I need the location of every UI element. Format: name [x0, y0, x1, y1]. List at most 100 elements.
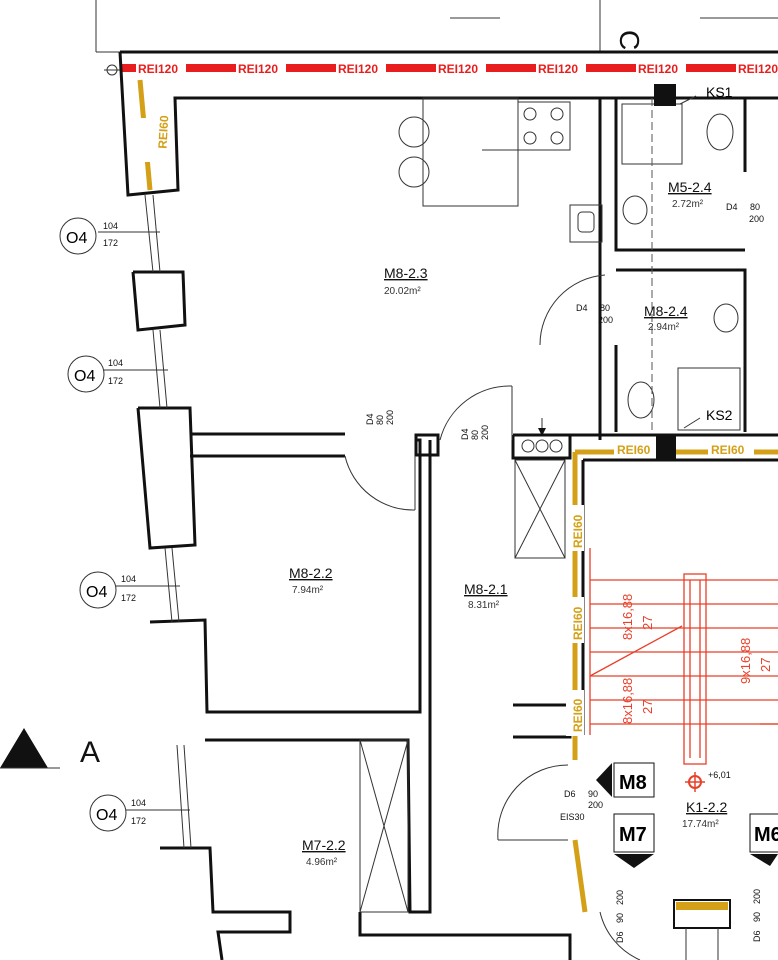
- door-tag: D6 90 200: [615, 890, 625, 943]
- svg-text:104: 104: [103, 221, 118, 231]
- svg-text:M7: M7: [619, 824, 647, 846]
- svg-text:D6: D6: [752, 930, 762, 942]
- svg-text:80: 80: [600, 303, 610, 313]
- room-label-m8-2-1: M8-2.1 8.31m²: [464, 581, 508, 611]
- svg-text:M8-2.4: M8-2.4: [644, 303, 688, 319]
- door-tag: D4 80 200: [460, 425, 490, 440]
- door-tag: D4 80 200: [576, 303, 613, 325]
- svg-text:9x16,88: 9x16,88: [738, 638, 753, 684]
- svg-text:A: A: [80, 736, 100, 769]
- section-mark-c: C: [614, 30, 645, 50]
- svg-text:172: 172: [131, 816, 146, 826]
- room-label-m8-2-4: M8-2.4 2.94m²: [644, 303, 688, 333]
- svg-text:D4: D4: [576, 303, 588, 313]
- svg-text:90: 90: [752, 912, 762, 922]
- rei120-label: REI120: [338, 62, 378, 76]
- svg-text:7.94m²: 7.94m²: [292, 585, 324, 596]
- svg-text:O4: O4: [86, 584, 107, 601]
- shaft-label-ks1: KS1: [706, 84, 733, 100]
- svg-text:90: 90: [588, 789, 598, 799]
- svg-text:27: 27: [640, 700, 655, 714]
- svg-text:M5-2.4: M5-2.4: [668, 179, 712, 195]
- svg-text:M7-2.2: M7-2.2: [302, 837, 346, 853]
- svg-text:D6: D6: [564, 789, 576, 799]
- svg-text:K1-2.2: K1-2.2: [686, 799, 727, 815]
- svg-text:27: 27: [640, 616, 655, 630]
- rei60-label: REI60: [156, 115, 172, 149]
- svg-text:O4: O4: [96, 807, 117, 824]
- svg-text:200: 200: [615, 890, 625, 905]
- svg-text:17.74m²: 17.74m²: [682, 819, 719, 830]
- svg-text:8x16,88: 8x16,88: [620, 594, 635, 640]
- fire-wall-rei60-left: REI60: [136, 79, 172, 191]
- svg-text:172: 172: [121, 593, 136, 603]
- svg-text:80: 80: [375, 415, 385, 425]
- svg-text:200: 200: [752, 889, 762, 904]
- svg-text:REI60: REI60: [571, 698, 585, 732]
- svg-text:EIS30: EIS30: [560, 812, 585, 822]
- rei120-label: REI120: [538, 62, 578, 76]
- svg-text:D4: D4: [460, 428, 470, 440]
- svg-text:M6: M6: [754, 824, 778, 846]
- svg-text:D6: D6: [615, 931, 625, 943]
- svg-text:D4: D4: [726, 202, 738, 212]
- shaft-label-ks2: KS2: [706, 407, 733, 423]
- svg-text:M8: M8: [619, 772, 647, 794]
- bathroom-walls: [600, 96, 778, 432]
- svg-text:8.31m²: 8.31m²: [468, 600, 500, 611]
- room-label-m7-2-2: M7-2.2 4.96m²: [302, 837, 346, 868]
- level-mark: +6,01: [708, 770, 731, 780]
- svg-text:REI60: REI60: [711, 443, 745, 457]
- svg-text:20.02m²: 20.02m²: [384, 286, 421, 297]
- shaft-ks1: [654, 84, 676, 106]
- rei120-label: REI120: [638, 62, 678, 76]
- window-tag: O4 104 172: [59, 217, 160, 255]
- door-swings: [344, 274, 641, 960]
- svg-text:27: 27: [758, 658, 773, 672]
- svg-text:2.94m²: 2.94m²: [648, 322, 680, 333]
- rei120-label: REI120: [238, 62, 278, 76]
- room-label-k1-2-2: K1-2.2 17.74m²: [682, 799, 727, 830]
- svg-text:REI60: REI60: [571, 606, 585, 640]
- svg-text:O4: O4: [66, 230, 87, 247]
- svg-text:M8-2.3: M8-2.3: [384, 265, 428, 281]
- section-mark-a: A: [0, 728, 100, 769]
- fire-wall-rei60-stair: REI60 REI60 REI60 REI60 REI60: [566, 433, 778, 913]
- window-openings: [144, 194, 192, 849]
- svg-text:M8-2.2: M8-2.2: [289, 565, 333, 581]
- svg-text:8x16,88: 8x16,88: [620, 678, 635, 724]
- svg-text:4.96m²: 4.96m²: [306, 857, 338, 868]
- window-tag: O4 104 172: [89, 794, 190, 832]
- rei120-label: REI120: [438, 62, 478, 76]
- stair-lower: [673, 899, 731, 960]
- window-tag: O4 104 172: [79, 571, 180, 609]
- rei120-label: REI120: [138, 62, 178, 76]
- storage-boxes: [359, 439, 566, 913]
- fire-wall-rei120: REI120 REI120 REI120 REI120 REI120 REI12…: [104, 60, 778, 76]
- svg-text:104: 104: [108, 358, 123, 368]
- door-tag: D4 80 200: [726, 202, 764, 224]
- kitchen-fixtures: [398, 97, 603, 243]
- marker-m8: M8: [596, 762, 655, 798]
- svg-text:200: 200: [480, 425, 490, 440]
- marker-m7: M7: [613, 813, 655, 868]
- svg-text:D4: D4: [365, 413, 375, 425]
- svg-text:200: 200: [598, 315, 613, 325]
- rei120-label: REI120: [738, 62, 778, 76]
- svg-text:2.72m²: 2.72m²: [672, 199, 704, 210]
- svg-text:172: 172: [108, 376, 123, 386]
- svg-text:200: 200: [588, 800, 603, 810]
- svg-text:REI60: REI60: [571, 514, 585, 548]
- svg-text:90: 90: [615, 913, 625, 923]
- exterior-walls: [118, 50, 778, 960]
- room-label-m8-2-2: M8-2.2 7.94m²: [289, 565, 333, 596]
- svg-text:200: 200: [385, 410, 395, 425]
- svg-text:REI60: REI60: [617, 443, 651, 457]
- svg-text:80: 80: [750, 202, 760, 212]
- door-tag: D4 80 200: [365, 410, 395, 425]
- room-label-m8-2-3: M8-2.3 20.02m²: [384, 265, 428, 297]
- room-label-m5-2-4: M5-2.4 2.72m²: [668, 179, 712, 210]
- door-tag: D6 90 200: [752, 889, 762, 942]
- svg-text:172: 172: [103, 238, 118, 248]
